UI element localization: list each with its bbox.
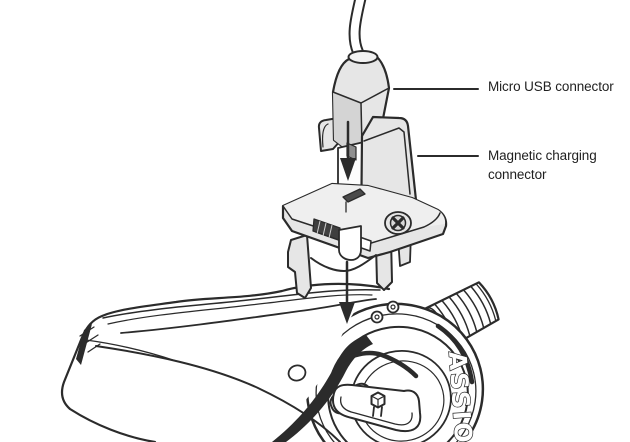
leader-lines (393, 88, 479, 157)
connector-bottom-edge (310, 254, 377, 272)
metal-tip-lower (338, 225, 362, 261)
pedal: ASSIOMA (60, 281, 500, 442)
plug-neck (347, 50, 379, 64)
connector-screw (384, 211, 412, 235)
label-micro-usb: Micro USB connector (488, 79, 614, 94)
micro-usb-plug (317, 50, 391, 193)
pedal-body (60, 282, 419, 442)
insertion-arrow-bottom (339, 260, 355, 324)
usb-cable (348, 0, 367, 58)
cleat-clip (332, 383, 422, 432)
magnet-contact (342, 188, 366, 213)
magnetic-charging-connector (281, 115, 448, 299)
insertion-arrow-top (340, 120, 356, 181)
label-magnetic-connector: Magnetic charging connector (488, 148, 597, 182)
charging-contacts (370, 300, 400, 324)
tension-bolt (370, 391, 386, 417)
